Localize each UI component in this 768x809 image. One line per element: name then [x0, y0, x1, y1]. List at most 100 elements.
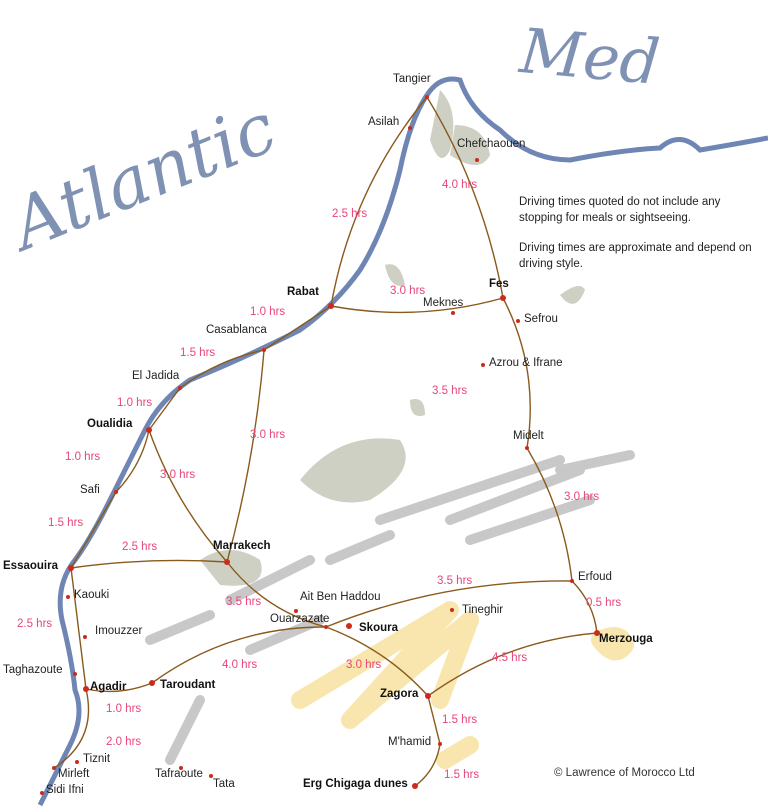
mountain-area	[300, 438, 406, 503]
route-time: 2.5 hrs	[122, 541, 158, 553]
route-time: 3.0 hrs	[346, 659, 382, 671]
desert-area	[591, 627, 634, 661]
route-line	[85, 682, 153, 693]
ridge	[165, 695, 205, 765]
routes-layer	[53, 96, 598, 787]
city-dot	[408, 126, 412, 130]
ridge	[555, 450, 635, 475]
city-dot	[66, 595, 70, 599]
desert-area	[436, 736, 479, 769]
city-label: Sidi Ifni	[46, 784, 84, 796]
route-line	[226, 349, 265, 563]
city-label: Agadir	[90, 681, 127, 693]
route-line	[70, 559, 228, 569]
route-time: 1.0 hrs	[250, 306, 286, 318]
ridge	[145, 610, 215, 645]
city-dot	[83, 635, 87, 639]
city-label: Imouzzer	[95, 625, 143, 637]
route-time: 1.0 hrs	[117, 397, 153, 409]
route-line	[330, 96, 428, 307]
city-label: Ait Ben Haddou	[300, 591, 381, 603]
city-dot	[412, 783, 418, 789]
route-line	[330, 297, 504, 314]
route-time: 1.5 hrs	[444, 769, 480, 781]
city-label: Meknes	[423, 297, 464, 309]
ridge	[465, 495, 595, 545]
city-label: Azrou & Ifrane	[489, 357, 563, 369]
city-dot	[68, 565, 74, 571]
city-label: Tata	[213, 778, 235, 790]
city-label: Oualidia	[87, 418, 133, 430]
city-label: Mirleft	[58, 768, 90, 780]
city-label: Fes	[489, 278, 509, 290]
route-line	[427, 632, 598, 697]
route-time: 1.5 hrs	[180, 347, 216, 359]
city-label: Skoura	[359, 622, 398, 634]
ridge	[375, 495, 445, 525]
city-label: Zagora	[380, 688, 419, 700]
city-dot	[73, 672, 77, 676]
city-dot	[209, 774, 213, 778]
mediterranean-coastline	[424, 76, 768, 163]
city-dot	[40, 791, 44, 795]
city-dot	[324, 625, 328, 629]
city-dot	[425, 95, 429, 99]
note-stopping: Driving times quoted do not include any …	[519, 196, 721, 224]
city-dots-layer	[40, 95, 600, 795]
sea-label-med: Med	[517, 14, 663, 99]
city-label: Erfoud	[578, 571, 612, 583]
route-time: 2.5 hrs	[332, 208, 368, 220]
city-label: Essaouira	[3, 560, 58, 572]
city-label: M'hamid	[388, 736, 432, 748]
city-label: Tafraoute	[155, 768, 203, 780]
ridge	[225, 555, 315, 605]
city-label: Tangier	[393, 73, 431, 85]
ridge	[435, 455, 565, 505]
city-label: El Jadida	[132, 370, 180, 382]
city-dot	[525, 446, 529, 450]
city-dot	[594, 630, 600, 636]
city-label: Tiznit	[83, 753, 111, 765]
route-time: 3.5 hrs	[437, 575, 473, 587]
city-dot	[570, 579, 574, 583]
route-time: 4.5 hrs	[492, 652, 528, 664]
city-label: Chefchaouen	[457, 138, 526, 150]
city-label: Taghazoute	[3, 664, 63, 676]
city-dot	[224, 559, 230, 565]
city-dot	[475, 158, 479, 162]
city-label: Midelt	[513, 430, 544, 442]
route-time: 1.5 hrs	[48, 517, 84, 529]
route-line	[502, 297, 531, 449]
route-time: 3.5 hrs	[226, 596, 262, 608]
city-label: Merzouga	[599, 633, 653, 645]
city-dot	[178, 386, 182, 390]
city-label: Marrakech	[213, 540, 271, 552]
city-dot	[52, 766, 56, 770]
route-line	[115, 429, 150, 493]
route-time: 4.0 hrs	[442, 179, 478, 191]
city-dot	[346, 623, 352, 629]
route-line	[148, 429, 228, 563]
ridge	[445, 465, 585, 525]
city-label: Casablanca	[206, 324, 267, 336]
city-dot	[179, 766, 183, 770]
city-dot	[328, 303, 334, 309]
route-line	[263, 305, 332, 351]
city-label: Tineghir	[462, 604, 504, 616]
route-time: 3.5 hrs	[432, 385, 468, 397]
city-dot	[149, 680, 155, 686]
city-dot	[500, 295, 506, 301]
route-line	[426, 96, 504, 299]
city-dot	[146, 427, 152, 433]
mountain-area	[385, 264, 405, 286]
city-label: Kaouki	[74, 589, 110, 601]
route-time: 3.0 hrs	[564, 491, 600, 503]
route-time: 2.5 hrs	[17, 618, 53, 630]
route-time: 2.0 hrs	[106, 736, 142, 748]
note-approximate: Driving times are approximate and depend…	[519, 242, 752, 270]
route-line	[179, 349, 265, 389]
city-dot	[425, 693, 431, 699]
route-line	[70, 567, 87, 690]
route-time: 1.0 hrs	[65, 451, 101, 463]
route-line	[226, 561, 327, 628]
